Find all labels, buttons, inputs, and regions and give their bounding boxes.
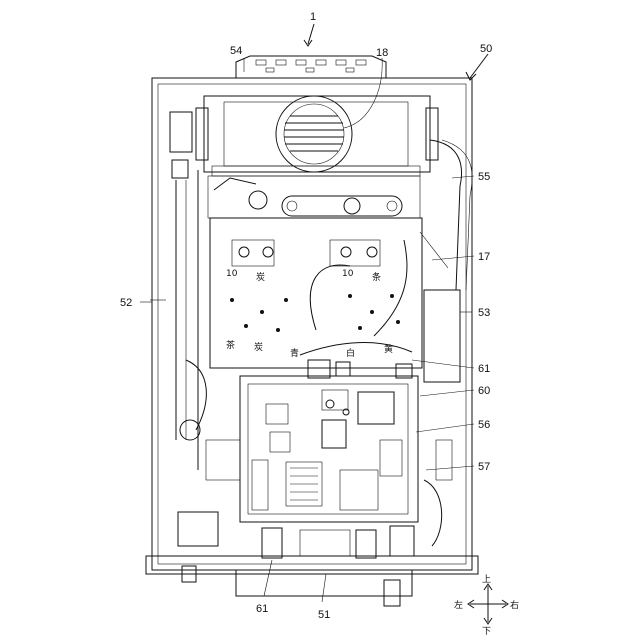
exhaust-hood [196,96,438,176]
left-piping [150,112,240,480]
heat-exchanger [208,176,420,218]
direction-compass: 上 下 左 右 [454,574,519,637]
label-57: 57 [478,461,490,473]
label-61-bottom: 61 [256,603,268,615]
svg-text:炭: 炭 [254,342,263,353]
label-56: 56 [478,419,490,431]
leader-lines [140,24,488,602]
compass-left-label: 左 [454,599,463,611]
label-50: 50 [480,43,492,55]
label-54: 54 [230,45,242,57]
svg-text:条: 条 [372,271,381,283]
mounting-bracket [236,56,386,78]
svg-text:炭: 炭 [256,272,265,283]
flue-duct [420,140,472,382]
bottom-connections [178,440,452,606]
svg-text:10: 10 [342,269,354,279]
combustion-plate: 10 炭 10 条 茶 炭 青 白 黄 [210,218,422,368]
label-17: 17 [478,251,490,263]
svg-text:黄: 黄 [384,343,393,355]
label-51: 51 [318,609,330,621]
control-board [240,360,418,522]
svg-text:茶: 茶 [226,339,235,351]
compass-up-label: 上 [482,574,491,585]
label-60: 60 [478,385,490,397]
svg-text:青: 青 [290,347,299,359]
label-1: 1 [310,11,316,23]
label-53: 53 [478,307,490,319]
svg-text:白: 白 [346,347,355,359]
label-52: 52 [120,297,132,309]
compass-right-label: 右 [510,599,519,611]
label-55: 55 [478,171,490,183]
label-18: 18 [376,47,388,59]
svg-text:10: 10 [226,269,238,279]
label-61-top: 61 [478,363,490,375]
compass-down-label: 下 [482,627,491,637]
